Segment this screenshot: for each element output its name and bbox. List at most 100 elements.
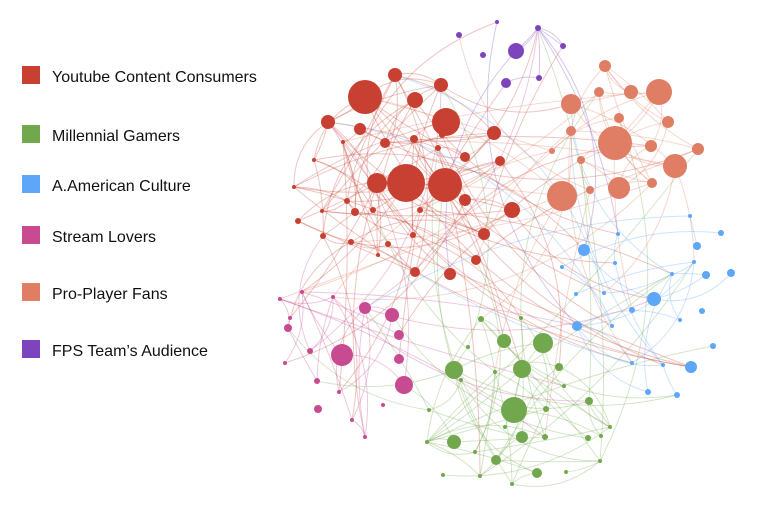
edge-orange	[475, 130, 572, 261]
edge-green	[479, 261, 695, 477]
edge-orange	[604, 65, 699, 150]
edge-green	[480, 318, 496, 373]
node-blue	[688, 214, 692, 218]
node-blue	[661, 363, 665, 367]
edge-green	[460, 379, 601, 462]
edge-blue	[575, 261, 695, 295]
node-red	[460, 152, 470, 162]
edge-green	[474, 426, 611, 453]
edge-purple	[537, 27, 541, 79]
node-pink	[284, 324, 292, 332]
edge-orange	[570, 65, 606, 132]
edge-red	[444, 27, 539, 186]
node-red	[370, 207, 376, 213]
node-pink	[283, 361, 287, 365]
edge-red	[293, 121, 447, 188]
node-green	[425, 440, 429, 444]
legend-label: A.American Culture	[52, 178, 191, 195]
edge-red	[398, 209, 421, 360]
node-red	[428, 168, 462, 202]
node-pink	[307, 348, 313, 354]
edge-red	[350, 219, 485, 243]
edge-blue	[671, 272, 707, 276]
edge-orange	[332, 150, 553, 298]
edge-red	[342, 141, 379, 256]
node-blue	[574, 292, 578, 296]
edge-green	[426, 441, 538, 474]
edge-green	[426, 371, 496, 443]
edge-red	[394, 74, 495, 134]
edge-red	[297, 220, 416, 273]
edge-red	[483, 45, 564, 235]
edge-purple	[486, 21, 578, 327]
edge-green	[520, 317, 549, 410]
node-red	[478, 228, 490, 240]
node-red	[410, 232, 416, 238]
node-blue	[710, 343, 716, 349]
edge-blue	[576, 325, 664, 367]
edge-orange	[342, 91, 660, 143]
edge-green	[542, 342, 611, 428]
node-orange	[692, 143, 704, 155]
edge-orange	[332, 182, 653, 300]
node-red	[312, 158, 316, 162]
edge-green	[453, 436, 546, 443]
edge-orange	[551, 117, 620, 152]
edge-red	[376, 182, 451, 275]
edge-orange	[494, 195, 563, 373]
node-blue	[702, 271, 710, 279]
node-green	[497, 334, 511, 348]
node-green	[533, 333, 553, 353]
edge-red	[293, 132, 495, 188]
edge-green	[426, 345, 714, 443]
node-green	[542, 434, 548, 440]
edge-pink	[358, 307, 366, 438]
edge-pink	[301, 291, 353, 421]
edge-red	[322, 235, 358, 421]
edge-red	[289, 182, 378, 319]
edge-green	[521, 368, 611, 428]
edge-blue	[576, 310, 681, 327]
edge-red	[364, 96, 505, 342]
edge-pink	[284, 291, 304, 364]
edge-red	[284, 199, 466, 364]
edge-blue	[570, 130, 664, 366]
edge-green	[494, 371, 513, 485]
node-blue	[718, 230, 724, 236]
edge-red	[437, 147, 485, 235]
node-orange	[608, 177, 630, 199]
edge-red	[376, 182, 485, 235]
edge-red	[354, 211, 477, 261]
node-green	[532, 468, 542, 478]
node-red	[341, 140, 345, 144]
edge-green	[474, 371, 496, 453]
edge-green	[453, 369, 538, 474]
edge-purple	[445, 50, 517, 275]
legend-label: Millennial Gamers	[52, 128, 181, 145]
node-red	[410, 135, 418, 143]
node-green	[585, 397, 593, 405]
edge-green	[428, 409, 523, 438]
edge-green	[474, 259, 501, 453]
node-red	[439, 132, 445, 138]
edge-blue	[613, 233, 619, 264]
edge-green	[453, 369, 678, 406]
edge-green	[521, 368, 589, 439]
legend-item-stream-lovers: Stream Lovers	[22, 226, 156, 246]
edge-orange	[604, 65, 653, 184]
edge-blue	[631, 261, 695, 364]
node-red	[367, 173, 387, 193]
edge-red	[419, 209, 616, 264]
edge-red	[321, 84, 442, 212]
legend-swatch	[22, 66, 40, 84]
node-green	[562, 384, 566, 388]
node-green	[491, 455, 501, 465]
edge-green	[537, 27, 605, 462]
node-green	[564, 470, 568, 474]
node-red	[321, 115, 335, 129]
node-green	[519, 316, 523, 320]
edge-red	[359, 128, 699, 180]
node-green	[493, 370, 497, 374]
edge-blue	[614, 262, 664, 366]
